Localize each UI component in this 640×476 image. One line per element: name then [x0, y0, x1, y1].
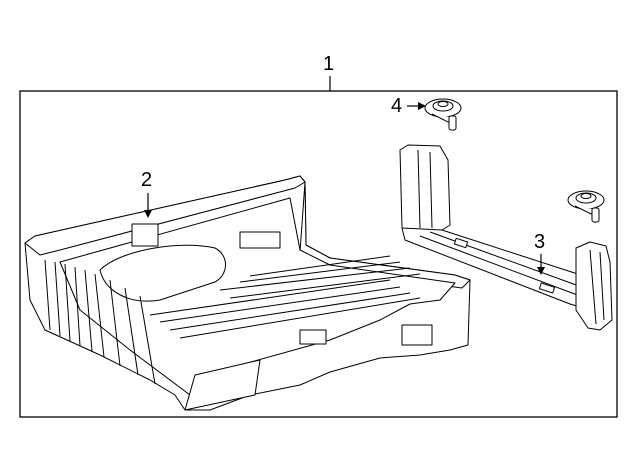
- callout-4-label: 4: [391, 95, 403, 117]
- callout-1-label: 1: [323, 53, 335, 75]
- pickup-bed-drawing: [24, 175, 471, 411]
- tie-down-anchor-upper: [424, 98, 462, 131]
- callout-2-label: 2: [141, 169, 153, 191]
- callout-3-label: 3: [534, 231, 546, 253]
- crossmember-drawing: [399, 144, 613, 331]
- tie-down-anchor-lower: [567, 190, 605, 223]
- assembly-frame: [19, 90, 618, 418]
- callout-2-arrowhead: [144, 210, 152, 218]
- callout-3-arrowhead: [537, 267, 545, 275]
- callout-4-arrowhead: [418, 102, 426, 110]
